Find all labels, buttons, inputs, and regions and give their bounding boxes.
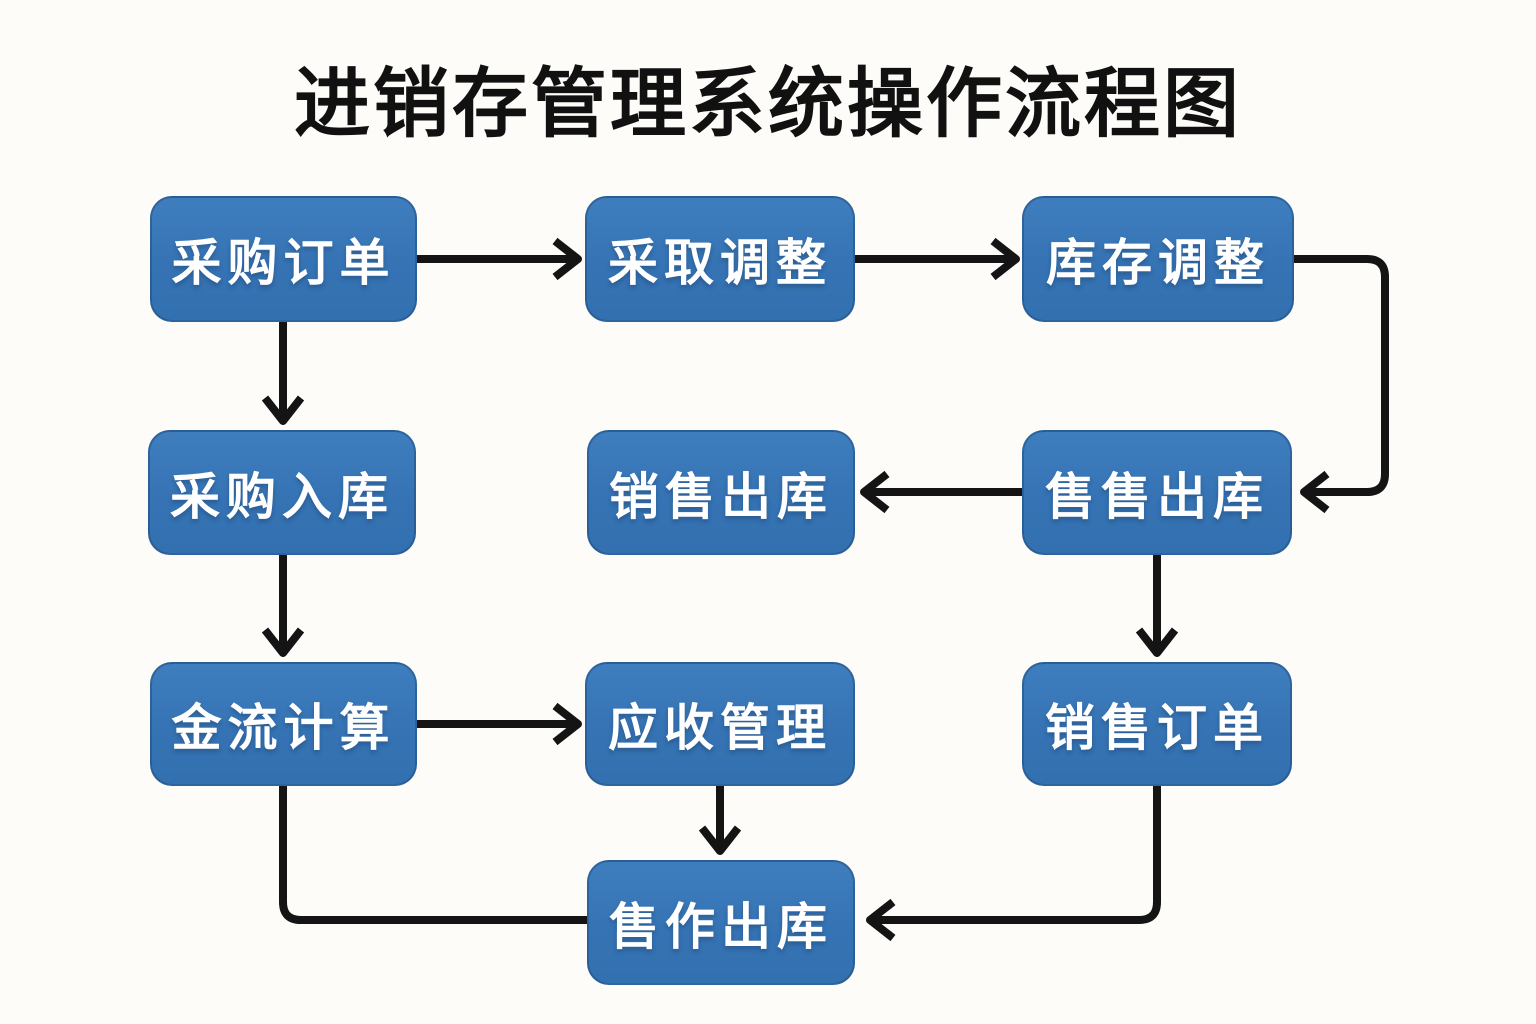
line-cash-flow-calculation-to-sell-work-outbound-elbow (279, 786, 587, 924)
node-receivables-management-label: 应收管理 (608, 700, 832, 756)
page-title: 进销存管理系统操作流程图 (294, 62, 1242, 147)
node-inventory-adjust: 库存调整 (1022, 196, 1294, 322)
node-procurement-adjust: 采取调整 (585, 196, 855, 322)
arrow-inventory-adjust-to-sell-sell-outbound-loop (1294, 255, 1389, 514)
node-receivables-management: 应收管理 (585, 662, 855, 786)
node-sales-order: 销售订单 (1022, 662, 1292, 786)
node-cash-flow-calculation-label: 金流计算 (171, 700, 396, 756)
node-sales-order-label: 销售订单 (1045, 700, 1269, 756)
node-cash-flow-calculation: 金流计算 (150, 662, 417, 786)
node-procurement-adjust-label: 采取调整 (608, 235, 832, 291)
node-sell-sell-outbound-label: 售售出库 (1045, 468, 1269, 525)
node-purchase-inbound-label: 采购入库 (170, 468, 394, 525)
node-sell-work-outbound-label: 售作出库 (609, 898, 833, 955)
node-sales-outbound: 销售出库 (587, 430, 855, 555)
node-purchase-order: 采购订单 (150, 196, 417, 322)
node-sell-work-outbound: 售作出库 (587, 860, 855, 985)
node-purchase-inbound: 采购入库 (148, 430, 416, 555)
node-purchase-order-label: 采购订单 (171, 235, 396, 291)
node-sell-sell-outbound: 售售出库 (1022, 430, 1292, 555)
arrow-sales-order-to-sell-work-outbound-elbow (866, 786, 1161, 942)
node-sales-outbound-label: 销售出库 (609, 468, 833, 525)
node-inventory-adjust-label: 库存调整 (1046, 235, 1270, 291)
